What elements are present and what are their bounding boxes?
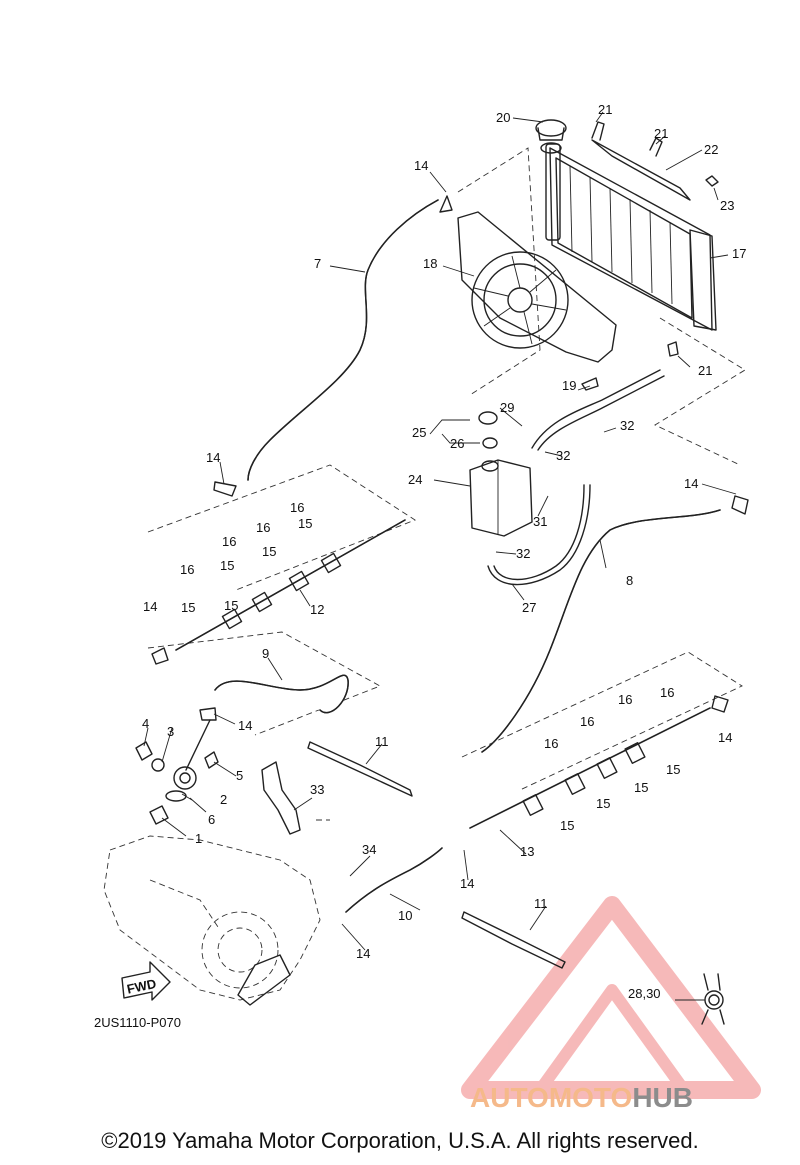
- hose-clamp-28-30: [701, 973, 725, 1025]
- part-label-15a: 15: [181, 600, 195, 615]
- part-label-14h: 14: [356, 946, 370, 961]
- part-label-8: 8: [626, 573, 633, 588]
- part-label-5: 5: [236, 768, 243, 783]
- part-label-9: 9: [262, 646, 269, 661]
- hose-27: [487, 484, 591, 586]
- part-label-13: 13: [520, 844, 534, 859]
- part-label-21c: 21: [698, 363, 712, 378]
- radiator-assembly: [457, 119, 719, 396]
- part-label-15g: 15: [596, 796, 610, 811]
- part-label-27: 27: [522, 600, 536, 615]
- engine-outline: [103, 835, 321, 1006]
- part-label-33: 33: [310, 782, 324, 797]
- part-label-34: 34: [362, 842, 376, 857]
- part-label-16a: 16: [180, 562, 194, 577]
- part-label-16f: 16: [580, 714, 594, 729]
- bracket-33: [261, 761, 301, 835]
- fan-shroud: [457, 211, 617, 391]
- hose-7: [247, 199, 439, 481]
- part-label-16b: 16: [222, 534, 236, 549]
- part-label-1: 1: [195, 831, 202, 846]
- part-label-32c: 32: [516, 546, 530, 561]
- part-label-15e: 15: [666, 762, 680, 777]
- part-label-25: 25: [412, 425, 426, 440]
- part-label-14e: 14: [238, 718, 252, 733]
- watermark-logo: [461, 896, 761, 1099]
- part-label-14d: 14: [143, 599, 157, 614]
- watermark-text-auto-moto: AUTOMOTO: [470, 1082, 633, 1113]
- part-label-32b: 32: [556, 448, 570, 463]
- part-label-14a: 14: [414, 158, 428, 173]
- part-label-14f: 14: [718, 730, 732, 745]
- cable-tie-11b: [461, 911, 566, 969]
- part-label-22: 22: [704, 142, 718, 157]
- part-label-14c: 14: [684, 476, 698, 491]
- part-label-11b: 11: [534, 896, 548, 911]
- pipe-12: [151, 519, 406, 665]
- part-label-14g: 14: [460, 876, 474, 891]
- part-label-15f: 15: [634, 780, 648, 795]
- part-label-31: 31: [533, 514, 547, 529]
- part-label-28-30: 28,30: [628, 986, 661, 1001]
- part-label-16h: 16: [660, 685, 674, 700]
- part-label-7: 7: [314, 256, 321, 271]
- copyright-notice: ©2019 Yamaha Motor Corporation, U.S.A. A…: [101, 1128, 699, 1153]
- part-label-15h: 15: [560, 818, 574, 833]
- cable-tie-11a: [307, 741, 413, 797]
- part-label-21b: 21: [654, 126, 668, 141]
- part-label-16d: 16: [290, 500, 304, 515]
- part-labels: 1 2 3 4 5 6 7 8 9 10 11 11 12 13 14 14 1…: [94, 102, 746, 1030]
- part-label-4: 4: [142, 716, 149, 731]
- part-label-12: 12: [310, 602, 324, 617]
- part-label-17: 17: [732, 246, 746, 261]
- part-label-29: 29: [500, 400, 514, 415]
- part-label-20: 20: [496, 110, 510, 125]
- part-label-15d: 15: [298, 516, 312, 531]
- watermark-text-hub: HUB: [632, 1082, 693, 1113]
- part-label-15i: 15: [224, 598, 238, 613]
- part-label-15b: 15: [220, 558, 234, 573]
- part-label-14b: 14: [206, 450, 220, 465]
- part-label-24: 24: [408, 472, 422, 487]
- hose-29: [531, 369, 661, 449]
- pipe-13: [469, 695, 729, 829]
- part-label-11a: 11: [375, 734, 389, 749]
- fwd-label: FWD: [126, 976, 158, 997]
- part-label-32a: 32: [620, 418, 634, 433]
- part-label-18: 18: [423, 256, 437, 271]
- part-label-15c: 15: [262, 544, 276, 559]
- thermostat-group: [135, 707, 219, 825]
- hose-10: [345, 847, 443, 913]
- part-label-10: 10: [398, 908, 412, 923]
- leader-lines: [143, 111, 737, 1001]
- part-label-3: 3: [167, 724, 174, 739]
- part-label-16c: 16: [256, 520, 270, 535]
- part-label-6: 6: [208, 812, 215, 827]
- part-label-23: 23: [720, 198, 734, 213]
- part-label-19: 19: [562, 378, 576, 393]
- part-label-21a: 21: [598, 102, 612, 117]
- watermark-text: AUTOMOTOHUB: [470, 1082, 693, 1114]
- reservoir-tank: [469, 411, 533, 537]
- part-label-26: 26: [450, 436, 464, 451]
- part-label-2: 2: [220, 792, 227, 807]
- drawing-code: 2US1110-P070: [94, 1015, 181, 1030]
- part-label-16e: 16: [544, 736, 558, 751]
- part-label-16g: 16: [618, 692, 632, 707]
- fwd-arrow: FWD: [121, 961, 171, 1001]
